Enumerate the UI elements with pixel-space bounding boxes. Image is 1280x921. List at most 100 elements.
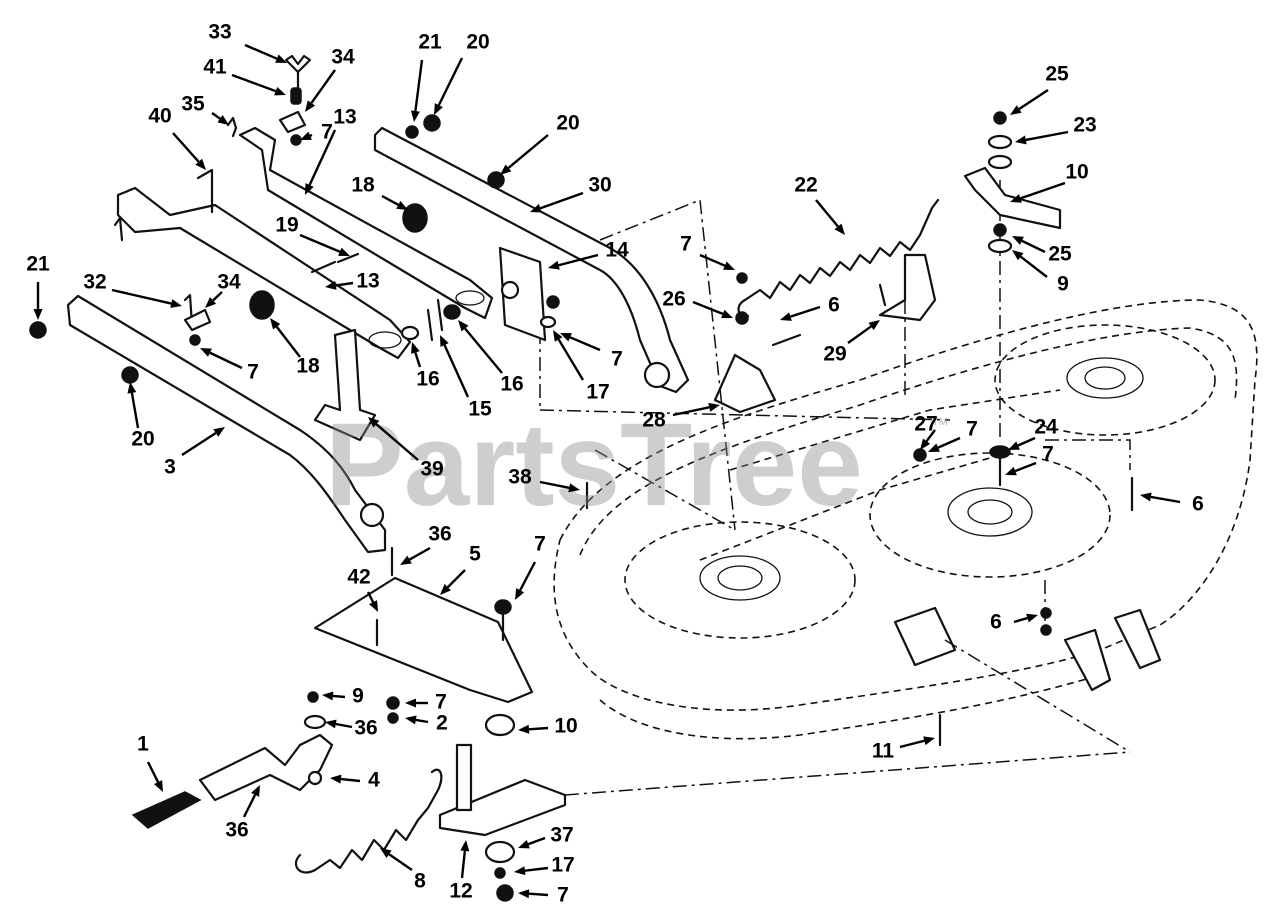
callout-7: 7 (405, 691, 447, 714)
callout-label: 23 (1073, 114, 1096, 137)
leader-line (146, 761, 160, 783)
leader-line (437, 57, 464, 106)
callout-10: 10 (518, 715, 578, 738)
callout-18: 18 (351, 174, 408, 210)
leader-line (937, 436, 961, 449)
callout-label: 40 (148, 105, 171, 128)
leader-line (375, 423, 419, 461)
watermark-trademark: TM (932, 416, 948, 428)
arrowhead-icon (305, 100, 316, 112)
callout-label: 7 (435, 691, 447, 714)
callout-label: 34 (331, 46, 355, 69)
leader-line (1013, 616, 1028, 624)
callout-37: 37 (518, 824, 574, 849)
callout-label: 41 (203, 56, 227, 79)
pedal-pad-2 (131, 791, 202, 829)
arrowhead-icon (1140, 492, 1152, 502)
callout-label: 13 (356, 270, 379, 293)
callout-label: 10 (1065, 161, 1088, 184)
callout-7: 7 (1005, 443, 1054, 476)
arrowhead-icon (400, 555, 412, 565)
callout-36: 36 (225, 785, 260, 842)
callout-9: 9 (322, 685, 364, 708)
arrowhead-icon (1026, 613, 1038, 623)
callout-label: 16 (500, 373, 523, 396)
callout-label: 5 (469, 543, 481, 566)
arrowhead-icon (723, 261, 735, 270)
callout-6: 6 (1140, 492, 1204, 516)
callout-label: 26 (662, 288, 685, 311)
leader-line (524, 866, 549, 872)
leader-line (111, 288, 172, 305)
callout-9: 9 (1012, 250, 1069, 296)
callout-1: 1 (137, 733, 163, 792)
callout-13: 13 (305, 106, 357, 195)
arrowhead-icon (458, 320, 469, 332)
leader-line (1018, 88, 1049, 110)
callout-26: 26 (662, 288, 733, 319)
arrowhead-icon (380, 848, 392, 858)
callout-30: 30 (530, 174, 612, 213)
arrowhead-icon (369, 600, 378, 612)
nut-12 (496, 884, 514, 902)
plate-5 (313, 576, 534, 704)
arrowhead-icon (325, 719, 337, 729)
callout-label: 34 (217, 271, 241, 294)
callout-label: 35 (181, 93, 205, 116)
callout-label: 21 (418, 31, 442, 54)
bracket-14 (498, 246, 547, 342)
arrowhead-icon (460, 840, 470, 852)
leader-line (790, 305, 821, 318)
callout-label: 20 (466, 31, 489, 54)
leader-line (1021, 239, 1046, 254)
arrowhead-icon (721, 309, 733, 319)
callout-20: 20 (127, 382, 155, 451)
leader-line (539, 191, 584, 210)
leader-line (527, 836, 546, 846)
callout-label: 12 (449, 880, 472, 903)
leader-line (528, 726, 549, 731)
arrowhead-icon (200, 348, 212, 357)
callout-label: 24 (1034, 416, 1058, 439)
callout-11: 11 (872, 736, 935, 763)
callout-22: 22 (794, 174, 845, 235)
arrowhead-icon (217, 114, 229, 125)
callout-label: 7 (1042, 443, 1054, 466)
arrowhead-icon (518, 839, 530, 849)
callout-33: 33 (208, 21, 287, 63)
callout-25: 25 (1012, 236, 1072, 266)
callout-label: 33 (208, 21, 231, 44)
leader-line (172, 132, 200, 163)
callout-6: 6 (990, 611, 1038, 634)
leader-line (1150, 495, 1181, 504)
callout-label: 15 (468, 398, 492, 421)
leader-line (558, 253, 599, 267)
callout-label: 13 (333, 106, 356, 129)
nut-37 (494, 867, 506, 879)
arrowhead-icon (305, 183, 314, 195)
callout-7: 7 (200, 348, 259, 384)
leader-line (460, 850, 467, 879)
callout-17: 17 (553, 330, 610, 404)
deck-front-pad (893, 606, 957, 667)
arrowhead-icon (1012, 236, 1024, 245)
callout-label: 27 (914, 413, 937, 436)
arrowhead-icon (834, 223, 845, 235)
callout-7: 7 (560, 333, 623, 371)
leader-line (1014, 461, 1037, 473)
arrowhead-icon (330, 774, 342, 784)
leader-line (899, 739, 925, 749)
callout-label: 7 (680, 233, 692, 256)
spring-4 (294, 768, 443, 874)
arrowhead-icon (530, 204, 542, 213)
callout-19: 19 (275, 214, 350, 256)
arrowhead-icon (553, 330, 563, 342)
nut-7-front (387, 712, 399, 724)
leader-line (130, 392, 140, 429)
center-spindle-opening (869, 452, 1111, 578)
callout-7: 7 (300, 121, 333, 144)
callout-label: 37 (550, 824, 573, 847)
nut-42 (386, 696, 400, 710)
callout-38: 38 (508, 466, 580, 493)
callout-label: 3 (164, 456, 176, 479)
